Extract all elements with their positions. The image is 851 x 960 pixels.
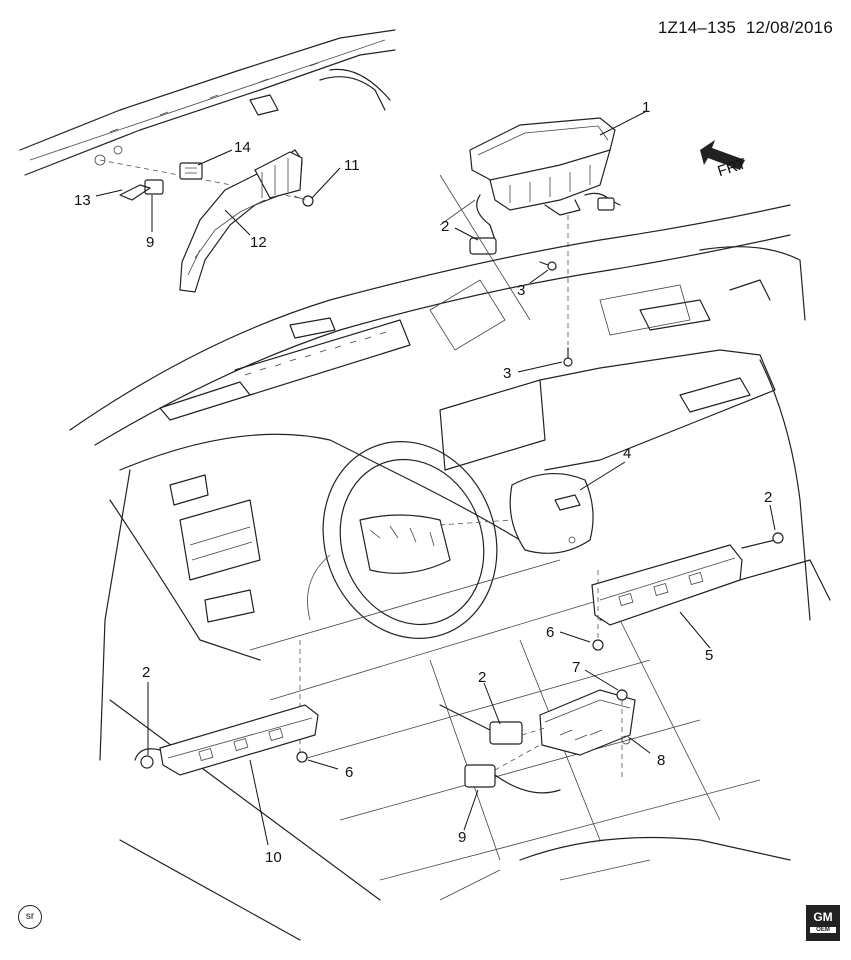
gm-logo-sub: OEM [810, 927, 836, 933]
diagram-header: 1Z14–135 12/08/2016 [658, 18, 833, 38]
callout-4: 4 [623, 445, 631, 462]
driver-airbag-module [439, 472, 594, 554]
gm-logo-text: GM [808, 907, 838, 927]
nut-6-right [592, 639, 604, 651]
nut-6-left [296, 640, 308, 763]
callouts: 1 2 3 3 4 2 5 6 7 8 6 2 10 2 9 14 11 13 … [74, 99, 772, 866]
callout-7: 7 [572, 659, 580, 676]
callout-3-upper: 3 [517, 282, 525, 299]
callout-8: 8 [657, 752, 665, 769]
seat-airbag-right [591, 532, 784, 640]
callout-6-left: 6 [345, 764, 353, 781]
bolt-3-upper [539, 261, 557, 271]
connector-9-floor [464, 744, 561, 794]
callout-2-upper: 2 [441, 218, 449, 235]
callout-3-lower: 3 [503, 365, 511, 382]
callout-11: 11 [344, 157, 360, 174]
inset-pillar-assembly [19, 29, 396, 293]
leader-lines [95, 111, 776, 846]
callout-13: 13 [74, 192, 91, 209]
callout-5: 5 [705, 647, 713, 664]
connector-2-floor [439, 704, 546, 745]
callout-6-right: 6 [546, 624, 554, 641]
passenger-airbag-module [439, 117, 621, 321]
callout-2-left: 2 [142, 664, 150, 681]
sr-mark: sr [18, 905, 42, 929]
callout-1: 1 [642, 99, 650, 116]
bolt-3-lower [563, 215, 573, 367]
callout-2-right: 2 [764, 489, 772, 506]
callout-9-inset: 9 [146, 234, 154, 251]
diagram-date: 12/08/2016 [745, 18, 833, 37]
sensing-diagnostic-module [539, 689, 636, 780]
callout-2-floor: 2 [478, 669, 486, 686]
instrument-panel [69, 204, 811, 761]
front-direction-arrow: FRT [700, 140, 748, 180]
diagram-ref: 1Z14–135 [657, 18, 737, 37]
steering-wheel [307, 441, 498, 639]
seat-airbag-left [134, 704, 319, 776]
callout-12: 12 [250, 234, 267, 251]
callout-10: 10 [265, 849, 282, 866]
callout-9-floor: 9 [458, 829, 466, 846]
callout-14: 14 [234, 139, 251, 156]
